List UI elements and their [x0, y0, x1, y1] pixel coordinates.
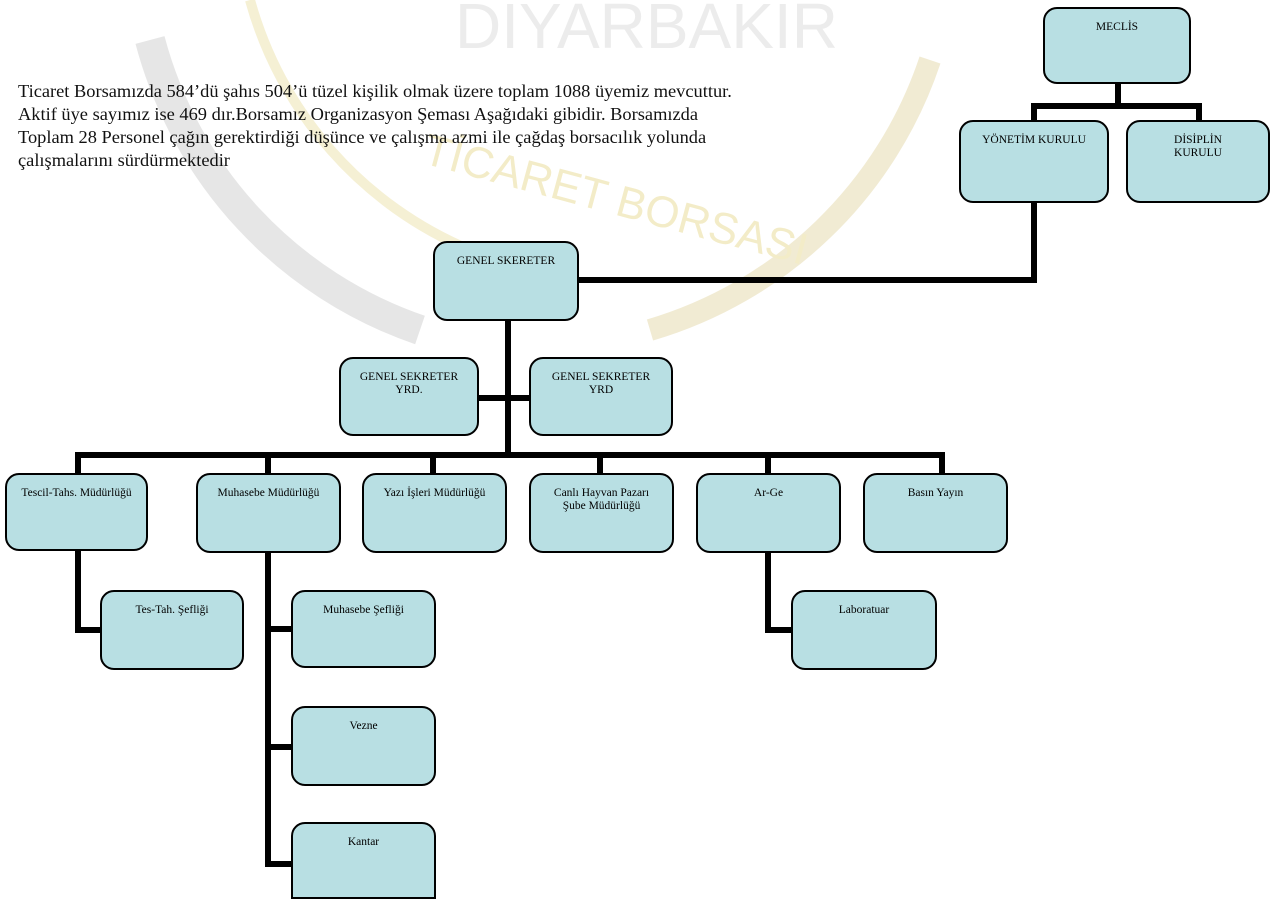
intro-line: Aktif üye sayımız ise 469 dır.Borsamız O… — [18, 104, 699, 124]
canli-hayvan-pazari-box: Canlı Hayvan Pazarı Şube Müdürlüğü — [529, 473, 674, 553]
box-label-line: Şube Müdürlüğü — [562, 500, 641, 512]
box-label: GENEL SKERETER — [456, 255, 556, 267]
box-label-line: Canlı Hayvan Pazarı — [553, 487, 650, 499]
muhasebe-sefligi-box: Muhasebe Şefliği — [291, 590, 436, 668]
genel-sekreter-box: GENEL SKERETER — [433, 241, 579, 321]
box-label-line: GENEL SEKRETER — [551, 371, 651, 383]
box-label-line: YRD. — [395, 384, 423, 396]
intro-line: Toplam 28 Personel çağın gerektirdiği dü… — [18, 127, 707, 147]
yonetim-kurulu-box: YÖNETİM KURULU — [959, 120, 1109, 203]
box-label-line: YRD — [588, 384, 614, 396]
box-label: Basın Yayın — [907, 487, 964, 499]
laboratuar-box: Laboratuar — [791, 590, 937, 670]
genel-sekreter-yrd-right-box: GENEL SEKRETER YRD — [529, 357, 673, 436]
box-label: YÖNETİM KURULU — [982, 134, 1086, 146]
yazi-isleri-mudurlugu-box: Yazı İşleri Müdürlüğü — [362, 473, 507, 553]
basin-yayin-box: Basın Yayın — [863, 473, 1008, 553]
box-label-line: DİSİPLİN — [1174, 134, 1222, 146]
box-label: Vezne — [349, 720, 378, 732]
arge-box: Ar-Ge — [696, 473, 841, 553]
watermark-text: DIYARBAKIR — [455, 0, 838, 62]
genel-sekreter-yrd-left-box: GENEL SEKRETER YRD. — [339, 357, 479, 436]
box-label: Kantar — [347, 836, 380, 848]
box-label: MECLİS — [1095, 21, 1139, 33]
box-label-line: KURULU — [1174, 147, 1222, 159]
muhasebe-mudurlugu-box: Muhasebe Müdürlüğü — [196, 473, 341, 553]
meclis-box: MECLİS — [1043, 7, 1191, 84]
disiplin-kurulu-box: DİSİPLİN KURULU — [1126, 120, 1270, 203]
box-label: Ar-Ge — [753, 487, 784, 499]
intro-paragraph: Ticaret Borsamızda 584’dü şahıs 504’ü tü… — [18, 80, 938, 172]
box-label-line: GENEL SEKRETER — [359, 371, 459, 383]
vezne-box: Vezne — [291, 706, 436, 786]
box-label: Laboratuar — [838, 604, 890, 616]
box-label: Tescil-Tahs. Müdürlüğü — [21, 487, 132, 499]
box-label: Yazı İşleri Müdürlüğü — [383, 487, 486, 499]
intro-line: Ticaret Borsamızda 584’dü şahıs 504’ü tü… — [18, 81, 732, 101]
tescil-tahsilat-mudurlugu-box: Tescil-Tahs. Müdürlüğü — [5, 473, 148, 551]
tes-tah-sefligi-box: Tes-Tah. Şefliği — [100, 590, 244, 670]
box-label: Tes-Tah. Şefliği — [135, 604, 209, 616]
box-label: Muhasebe Müdürlüğü — [217, 487, 320, 499]
kantar-box: Kantar — [291, 822, 436, 899]
intro-line: çalışmalarını sürdürmektedir — [18, 150, 230, 170]
box-label: Muhasebe Şefliği — [323, 604, 404, 616]
